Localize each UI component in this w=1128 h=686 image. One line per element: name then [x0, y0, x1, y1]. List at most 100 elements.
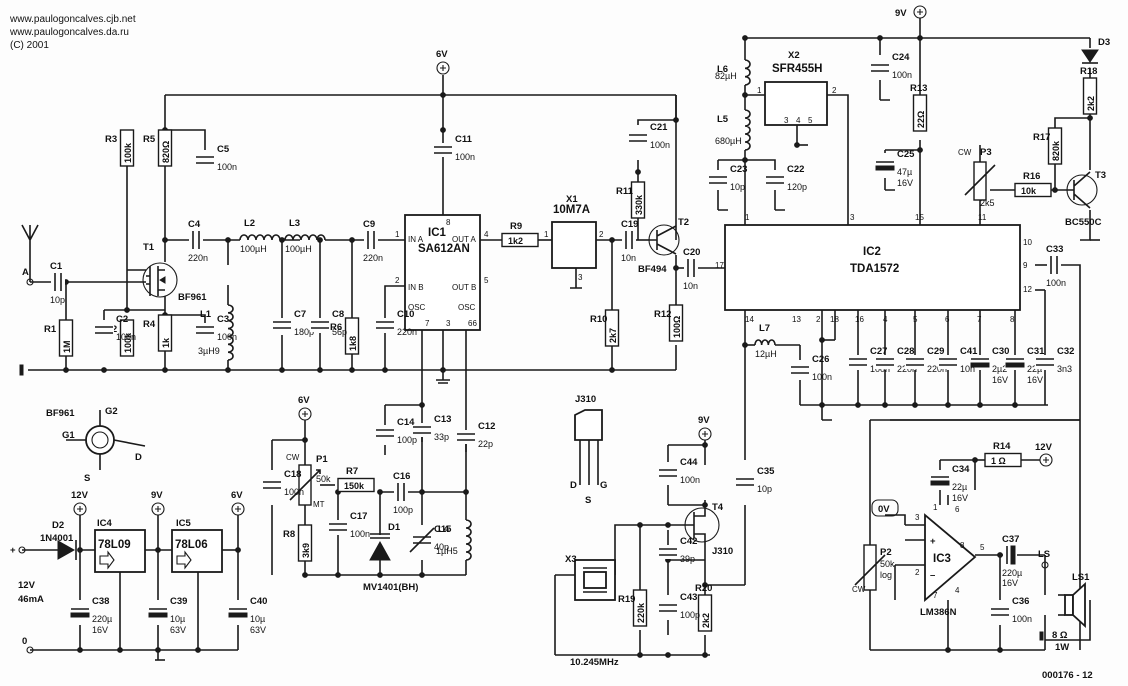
svg-text:D1: D1 — [388, 522, 401, 533]
svg-text:X2: X2 — [788, 50, 800, 61]
svg-text:4: 4 — [955, 586, 960, 595]
capacitor-value: 120p — [787, 182, 807, 192]
svg-text:CW: CW — [958, 148, 972, 157]
svg-text:D2: D2 — [52, 520, 64, 531]
d1-varicap: D1 MV1401(BH) — [363, 522, 418, 593]
svg-text:D3: D3 — [1098, 37, 1110, 48]
capacitor-value: 100n — [892, 70, 912, 80]
svg-text:T1: T1 — [143, 242, 155, 253]
resistor-label: R19 — [618, 594, 635, 605]
capacitor-voltage: 16V — [92, 625, 108, 635]
svg-text:9V: 9V — [698, 415, 710, 426]
inductor-label: L6 — [717, 64, 728, 75]
resistor-value: 1k8 — [348, 336, 358, 351]
resistor-value: 3k9 — [301, 543, 311, 558]
capacitor-label: C31 — [1027, 346, 1045, 357]
d3-led: D3 — [1081, 37, 1110, 64]
svg-text:3: 3 — [446, 319, 451, 328]
capacitor-label: C7 — [294, 309, 306, 320]
resistor-value: 150k — [344, 481, 365, 491]
capacitor-value: 180p — [294, 327, 314, 337]
svg-text:OUT B: OUT B — [452, 283, 476, 292]
ic2-if-chip: IC2 TDA1572 1 3 15 11 10 9 12 17 14 13 2… — [715, 213, 1032, 324]
supply-current-label: 46mA — [18, 594, 44, 605]
capacitor-voltage: 63V — [170, 625, 186, 635]
svg-text:11: 11 — [978, 213, 987, 222]
supply-9v-osc: 9V — [698, 415, 712, 441]
svg-text:14: 14 — [745, 315, 754, 324]
bf961-pinout: BF961 G2 G1 D S — [46, 406, 146, 484]
resistor-value: 220k — [636, 602, 646, 623]
ground-symbols — [19, 99, 1100, 661]
svg-text:50k: 50k — [316, 474, 331, 484]
svg-text:8: 8 — [960, 541, 965, 550]
capacitor-value: 100p — [393, 505, 413, 515]
svg-text:9V: 9V — [895, 8, 907, 19]
capacitor-voltage: 16V — [952, 493, 968, 503]
ic5-regulator: IC5 78L06 — [171, 518, 223, 573]
inductor-label: L5 — [717, 114, 729, 125]
svg-text:SFR455H: SFR455H — [772, 63, 823, 75]
capacitor-value: 10µ — [250, 614, 265, 624]
svg-text:50k: 50k — [880, 559, 895, 569]
supply-12v-psu: 12V — [71, 490, 89, 516]
svg-text:CW: CW — [852, 585, 866, 594]
resistor-value: 820Ω — [161, 141, 171, 163]
header-copyright: (C) 2001 — [10, 40, 49, 51]
svg-text:17: 17 — [715, 261, 724, 270]
capacitor-value: 39p — [680, 554, 695, 564]
resistor-value: 820k — [1051, 140, 1061, 161]
svg-text:6: 6 — [955, 505, 960, 514]
capacitor-label: C17 — [350, 511, 367, 522]
svg-text:BF961: BF961 — [46, 408, 75, 419]
svg-text:TDA1572: TDA1572 — [850, 263, 899, 275]
svg-text:10: 10 — [1023, 238, 1032, 247]
resistor-label: R20 — [695, 583, 712, 594]
svg-text:1: 1 — [933, 503, 938, 512]
resistor-label: R16 — [1023, 171, 1040, 182]
svg-text:5: 5 — [980, 543, 985, 552]
capacitor-value: 22µ — [1027, 364, 1042, 374]
resistor-value: 2k2 — [1086, 96, 1096, 111]
capacitor-label: C28 — [897, 346, 914, 357]
inductor-label: L3 — [289, 218, 300, 229]
svg-text:OSC: OSC — [408, 303, 426, 312]
svg-text:18: 18 — [830, 315, 839, 324]
capacitor-label: C9 — [363, 219, 375, 230]
t1-mosfet: T1 BF961 — [142, 242, 207, 303]
capacitor-label: C1 — [50, 261, 63, 272]
capacitor-label: C15 — [434, 524, 452, 535]
capacitor-voltage: 16V — [1027, 375, 1043, 385]
svg-text:BF961: BF961 — [178, 292, 207, 303]
svg-text:2: 2 — [816, 315, 821, 324]
capacitor-c7: C7 180p — [272, 309, 314, 337]
capacitor-label: C33 — [1046, 244, 1063, 255]
capacitor-label: C11 — [455, 134, 473, 145]
resistor-label: R11 — [616, 186, 634, 197]
capacitor-label: C12 — [478, 421, 495, 432]
svg-text:78L09: 78L09 — [98, 539, 131, 551]
svg-text:OUT A: OUT A — [452, 235, 477, 244]
svg-text:5: 5 — [484, 276, 489, 285]
capacitor-label: C14 — [397, 417, 415, 428]
